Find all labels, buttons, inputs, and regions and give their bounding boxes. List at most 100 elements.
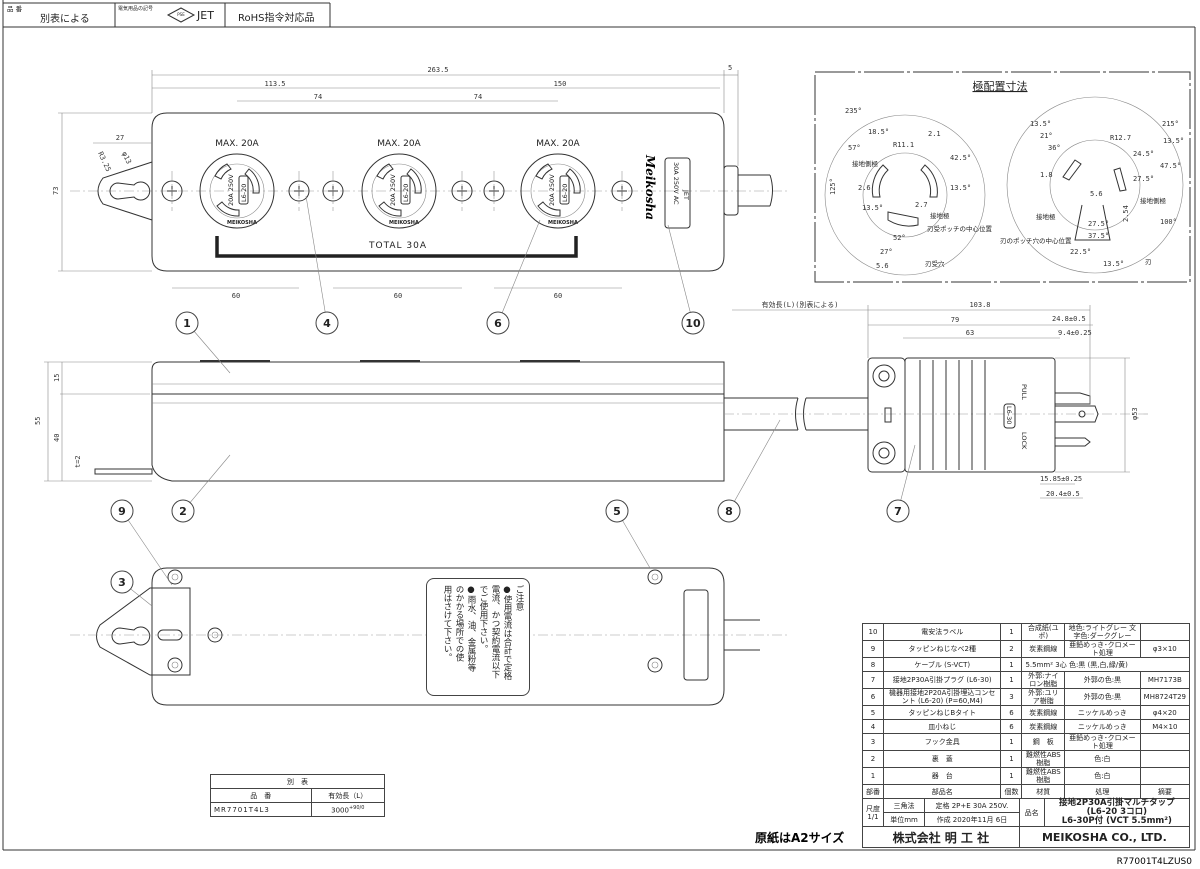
angle-label: 13.5° [1103,260,1124,268]
parts-cell: 1 [1000,671,1023,689]
receptacle-ground: 接地極 [930,211,950,220]
callout-9: 9 [110,499,173,586]
schedule-length: 3000 [331,806,349,815]
parts-cell: 7 [862,671,884,689]
dim-label: R11.1 [893,141,914,149]
dim-plate-thickness: t=2 [74,455,82,468]
dim-pin-offset: 9.4±0.25 [1058,329,1092,337]
dim-height: 55 [34,417,42,425]
screw-icon [451,171,473,211]
dim-plug-dia: φ53 [1131,407,1139,420]
cable-bottom [724,619,760,651]
angle-label: 36° [1048,144,1061,152]
cable-top [738,174,773,207]
drawing-number: R77001T4LZUS0 [1117,857,1193,867]
angle-label: 18.5° [868,128,889,136]
parts-cell: 電安法ラベル [882,623,1002,641]
parts-header: 摘要 [1139,784,1191,799]
dim-last-section: 150 [554,80,567,88]
parts-cell: 2 [1000,640,1023,658]
callout-2: 2 [171,454,231,523]
parts-cell: 5 [862,705,884,720]
total-bracket [215,236,578,258]
product-name-line: L6-30P付 (VCT 5.5mm²) [1061,816,1172,826]
parts-cell [1139,623,1191,641]
parts-cell: 器 台 [882,767,1002,785]
dim-label: 5.6 [876,262,889,270]
dim-label: 2.54 [1122,205,1130,222]
parts-cell: 皿小ねじ [882,719,1002,734]
dim-hook-hole: φ13 [120,150,133,165]
rating-label-text: 30A 250V AC [672,162,680,205]
angle-label: 27.5° [1088,220,1109,228]
parts-cell: フック金具 [882,733,1002,751]
dim-label: R12.7 [1110,134,1131,142]
caution-title: ご注意 [514,585,524,611]
outlet-rating: 20A 250V [227,174,235,206]
parts-header: 部品名 [882,784,1002,799]
angle-label: 27.5° [1133,175,1154,183]
callout-number: 4 [323,317,331,330]
max-label: MAX. 20A [536,139,580,149]
dim-pin-length: 24.8±0.5 [1052,315,1086,323]
unit: 単位mm [882,812,926,827]
parts-cell: 炭素鋼線 [1021,640,1066,658]
angle-label: 13.5° [1030,120,1051,128]
dim-strain-relief: 5 [728,64,732,72]
dim-cable-length: 有効長(L)(別表による) [762,300,839,309]
callout-number: 6 [494,317,502,330]
max-label: MAX. 20A [215,139,259,149]
parts-cell: 2 [862,750,884,768]
total-label: TOTAL 30A [368,241,427,251]
dim-label: 2.1 [928,130,941,138]
parts-cell: 難燃性ABS樹脂 [1021,767,1066,785]
parts-cell: 難燃性ABS樹脂 [1021,750,1066,768]
callout-10: 10 [667,224,705,335]
receptacle-ground-slot [887,211,919,227]
parts-header: 処理 [1064,784,1141,799]
parts-cell: φ4×20 [1139,705,1191,720]
angle-label: 57° [848,144,861,152]
rohs-label: RoHS指令対応品 [238,11,314,24]
pole-layout: 極配置寸法 接地側極 接地極 刃受ポッチの中心位置 刃受穴 235° 57° 1… [814,71,1191,283]
receptacle-caption: 刃受穴 [925,259,945,268]
callout-5: 5 [605,499,651,569]
parts-cell: 5.5mm² 3心 色:黒 (黒,白,緑/黄) [1021,657,1190,672]
part-no-value: 別表による [40,12,90,25]
parts-cell: 9 [862,640,884,658]
parts-cell: 機器用接地2P20A引掛埋込コンセント (L6-20) (P=60,M4) [882,688,1002,706]
parts-cell: 接地2P30A引掛プラグ (L6-30) [882,671,1002,689]
caution-line: 電流、かつ契約電流以下 [490,585,500,679]
paper-size-note: 原紙はA2サイズ [755,830,844,845]
parts-cell: 炭素鋼線 [1021,705,1066,720]
dim-pitch: 74 [314,93,322,101]
parts-cell: 色:白 [1064,750,1141,768]
angle-label: 52° [893,234,906,242]
callout-3: 3 [110,570,153,607]
mark-label: 電気用品の記号 [118,5,153,12]
dim-hook-radius: R3.25 [96,150,112,172]
angle-label: 125° [829,178,837,195]
caution-line: ●雨水、油、金属粉等 [466,585,476,672]
schedule-title: 別 表 [210,774,385,789]
screw-hole-icon [647,657,663,673]
receptacle-notch: 刃受ポッチの中心位置 [927,224,993,233]
parts-cell: 1 [1000,623,1023,641]
caution-line: でご使用下さい。 [478,585,488,653]
parts-cell: 3 [1000,688,1023,706]
parts-header: 材質 [1021,784,1066,799]
callout-number: 7 [894,505,902,518]
parts-cell: 8 [862,657,884,672]
hook-plate-side [94,468,153,475]
callout-8: 8 [717,419,781,523]
angle-label: 13.5° [1163,137,1184,145]
dim-plug-body: 79 [951,316,959,324]
outlet-brand: MEIKOSHA [389,220,419,226]
parts-cell [1139,767,1191,785]
